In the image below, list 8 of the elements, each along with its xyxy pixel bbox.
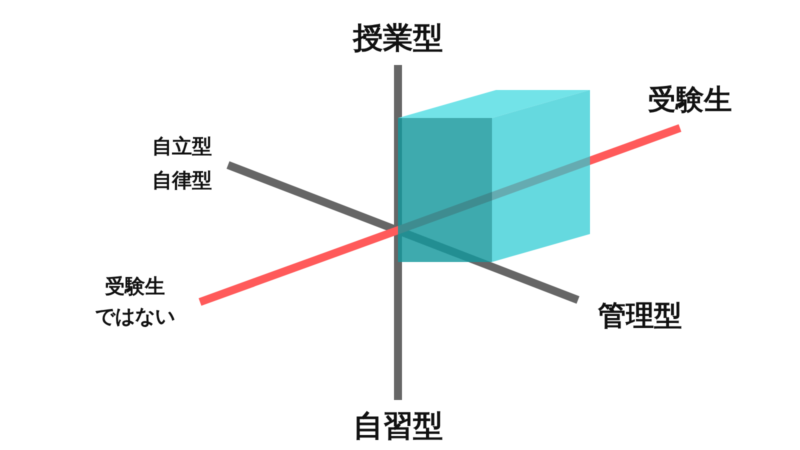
axis-label: 授業型 [353, 24, 443, 54]
axis-label: 自立型 [152, 136, 212, 156]
axis-label: 自律型 [152, 170, 212, 190]
axis-label: ではない [95, 306, 175, 326]
axis-label: 自習型 [353, 412, 443, 442]
axis-label: 管理型 [598, 302, 682, 330]
axis-label: 受験生 [648, 86, 732, 114]
axis-label: 受験生 [105, 276, 165, 296]
